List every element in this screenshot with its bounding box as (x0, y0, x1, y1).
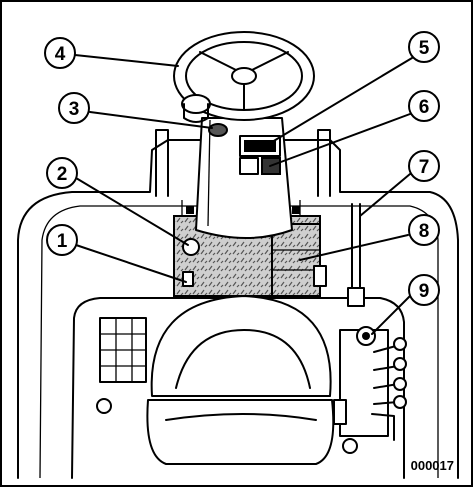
callout-2: 2 (46, 157, 78, 189)
svg-text:4: 4 (55, 44, 66, 65)
key-switch (208, 123, 228, 137)
callout-1: 1 (46, 224, 78, 256)
callout-9: 9 (408, 274, 440, 306)
svg-text:9: 9 (419, 281, 430, 302)
callout-8: 8 (408, 214, 440, 246)
callout-5: 5 (408, 31, 440, 63)
svg-text:1: 1 (57, 231, 68, 252)
svg-text:2: 2 (57, 164, 68, 185)
callout-3: 3 (58, 92, 90, 124)
floor-pedal (182, 271, 194, 287)
steering-wheel (173, 31, 315, 121)
svg-text:5: 5 (419, 38, 430, 59)
callout-6: 6 (408, 90, 440, 122)
floor-button (182, 238, 200, 256)
side-lever (347, 203, 365, 307)
callout-7: 7 (408, 150, 440, 182)
figure-id: 000017 (411, 458, 454, 473)
control-bank (333, 326, 407, 454)
svg-text:6: 6 (419, 97, 430, 118)
steering-knob (181, 94, 211, 123)
floor-plate (173, 215, 321, 297)
indicator-panel (239, 135, 281, 157)
svg-text:8: 8 (419, 221, 430, 242)
decal-panel (96, 317, 147, 414)
callout-4: 4 (44, 37, 76, 69)
callout-leaders (74, 54, 413, 335)
label-plate (313, 265, 327, 287)
svg-text:3: 3 (69, 99, 80, 120)
panel-switches (239, 157, 281, 175)
operator-seat (146, 295, 335, 465)
svg-text:7: 7 (419, 157, 430, 178)
